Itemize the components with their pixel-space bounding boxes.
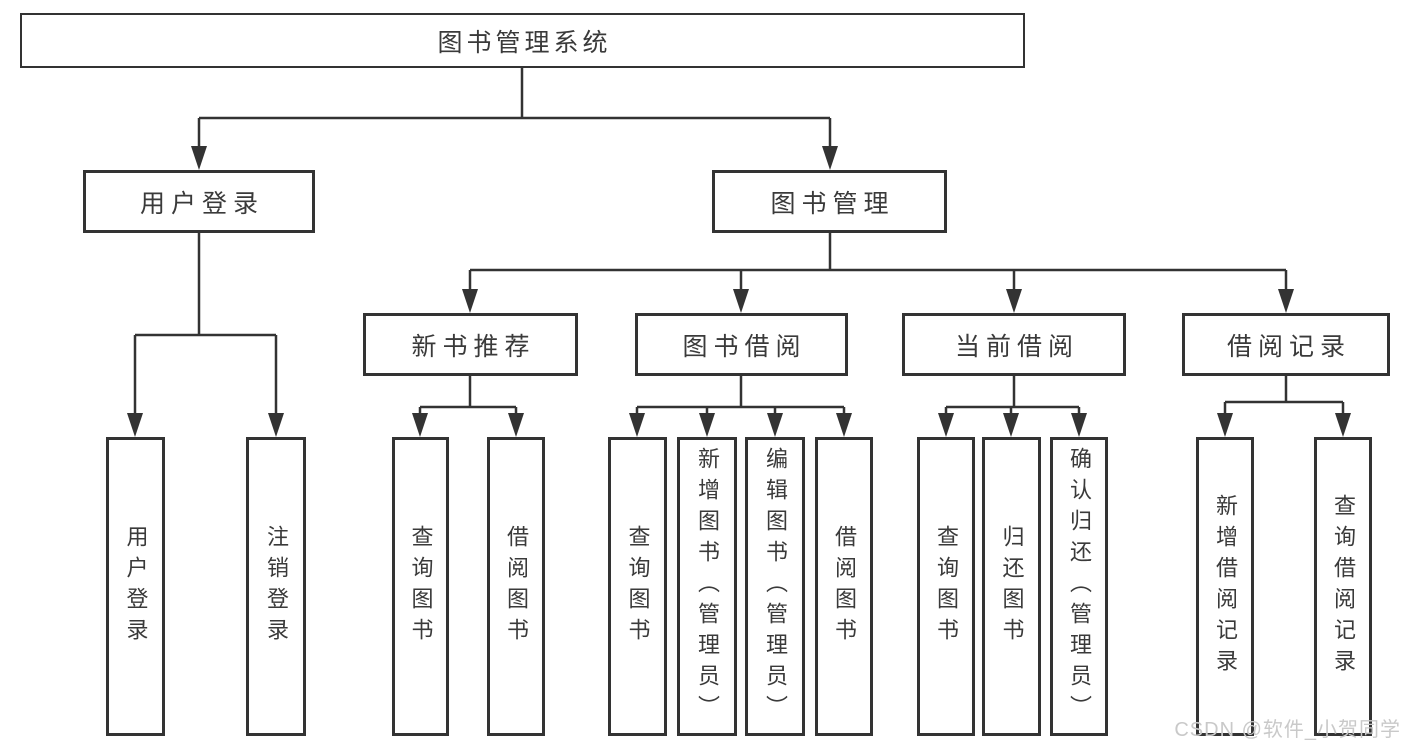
arrowhead [1071, 413, 1087, 437]
node-label: 用户登录 [139, 189, 264, 218]
node-borrow-records: 借阅记录 [1182, 313, 1390, 376]
arrowhead [191, 146, 207, 170]
arrowhead [733, 289, 749, 313]
leaf-label: 查询图书 [625, 524, 651, 649]
leaf-label: 借阅图书 [504, 524, 529, 649]
leaf-label: 编辑图书（管理员） [763, 447, 788, 726]
leaf-label: 注销登录 [264, 524, 289, 649]
node-book-borrow: 图书借阅 [635, 313, 848, 376]
arrowhead [412, 413, 428, 437]
leaf-label: 用户登录 [123, 524, 149, 649]
arrowhead [127, 413, 143, 437]
leaf-current-query-books: 查询图书 [917, 437, 975, 736]
node-new-book-recommend: 新书推荐 [363, 313, 578, 376]
arrowhead [822, 146, 838, 170]
arrowhead [1003, 413, 1019, 437]
arrowhead [938, 413, 954, 437]
leaf-add-borrow-record: 新增借阅记录 [1196, 437, 1254, 736]
arrowhead [1006, 289, 1022, 313]
leaf-label: 查询借阅记录 [1331, 493, 1356, 680]
arrowhead [767, 413, 783, 437]
leaf-label: 新增借阅记录 [1213, 493, 1238, 680]
arrowhead [1278, 289, 1294, 313]
leaf-recommend-borrow-books: 借阅图书 [487, 437, 545, 736]
leaf-user-login: 用户登录 [106, 437, 165, 736]
node-label: 新书推荐 [411, 332, 536, 361]
leaf-recommend-query-books: 查询图书 [392, 437, 449, 736]
arrowhead [1217, 413, 1233, 437]
leaf-label: 归还图书 [999, 524, 1025, 649]
node-book-management-module: 图书管理 [712, 170, 947, 233]
arrowhead [699, 413, 715, 437]
leaf-add-book-admin: 新增图书（管理员） [677, 437, 737, 736]
node-label: 借阅记录 [1226, 332, 1351, 361]
leaf-borrow-books: 借阅图书 [815, 437, 873, 736]
node-label: 图书借阅 [682, 332, 807, 361]
leaf-label: 借阅图书 [832, 524, 857, 649]
arrowhead-group [127, 146, 1351, 437]
node-label: 图书管理 [770, 189, 895, 218]
arrowhead [629, 413, 645, 437]
arrowhead [268, 413, 284, 437]
leaf-edit-book-admin: 编辑图书（管理员） [745, 437, 805, 736]
node-root-system: 图书管理系统 [20, 13, 1025, 68]
leaf-confirm-return-admin: 确认归还（管理员） [1050, 437, 1108, 736]
leaf-logout: 注销登录 [246, 437, 306, 736]
arrowhead [508, 413, 524, 437]
node-current-borrow: 当前借阅 [902, 313, 1126, 376]
leaf-label: 确认归还（管理员） [1067, 447, 1092, 726]
node-label: 当前借阅 [954, 332, 1079, 361]
leaf-label: 查询图书 [408, 524, 434, 649]
node-root-label: 图书管理系统 [437, 28, 612, 57]
arrowhead [836, 413, 852, 437]
leaf-return-book: 归还图书 [982, 437, 1041, 736]
leaf-borrow-query-books: 查询图书 [608, 437, 667, 736]
node-user-login-module: 用户登录 [83, 170, 315, 233]
leaf-label: 新增图书（管理员） [695, 447, 720, 726]
arrowhead [1335, 413, 1351, 437]
leaf-query-borrow-record: 查询借阅记录 [1314, 437, 1372, 736]
leaf-label: 查询图书 [934, 524, 959, 649]
arrowhead [462, 289, 478, 313]
csdn-watermark: CSDN @软件_小贺同学 [1174, 719, 1401, 741]
